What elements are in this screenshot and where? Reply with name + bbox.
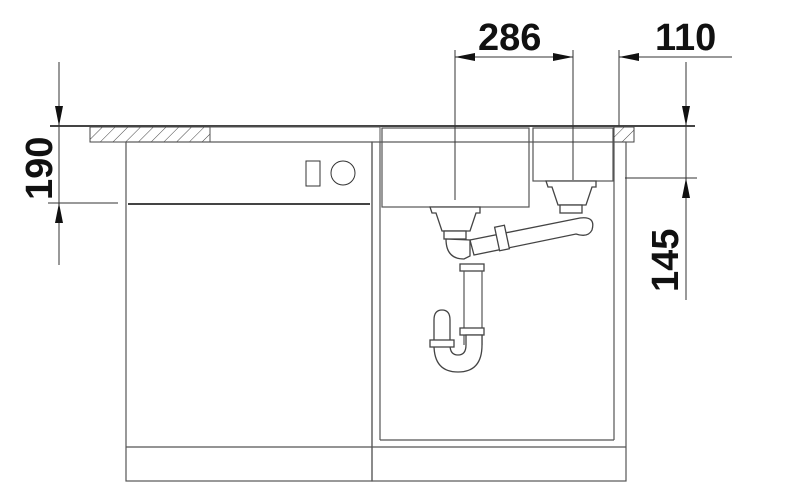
dim-label-110: 110 [655, 17, 716, 59]
dimension-145: 145 [625, 62, 697, 300]
dim-label-145: 145 [645, 229, 687, 292]
knob-icon [330, 160, 356, 186]
dimension-110: 110 [618, 17, 732, 126]
dim-label-286: 286 [478, 17, 541, 59]
dishwasher [125, 141, 373, 482]
dimension-190: 190 [19, 62, 118, 265]
countertop [50, 125, 695, 143]
button-icon [305, 160, 321, 187]
dim-label-190: 190 [19, 137, 61, 200]
dimension-286: 286 [454, 17, 574, 200]
drain-assembly [429, 180, 597, 373]
sink-cabinet [371, 141, 627, 482]
